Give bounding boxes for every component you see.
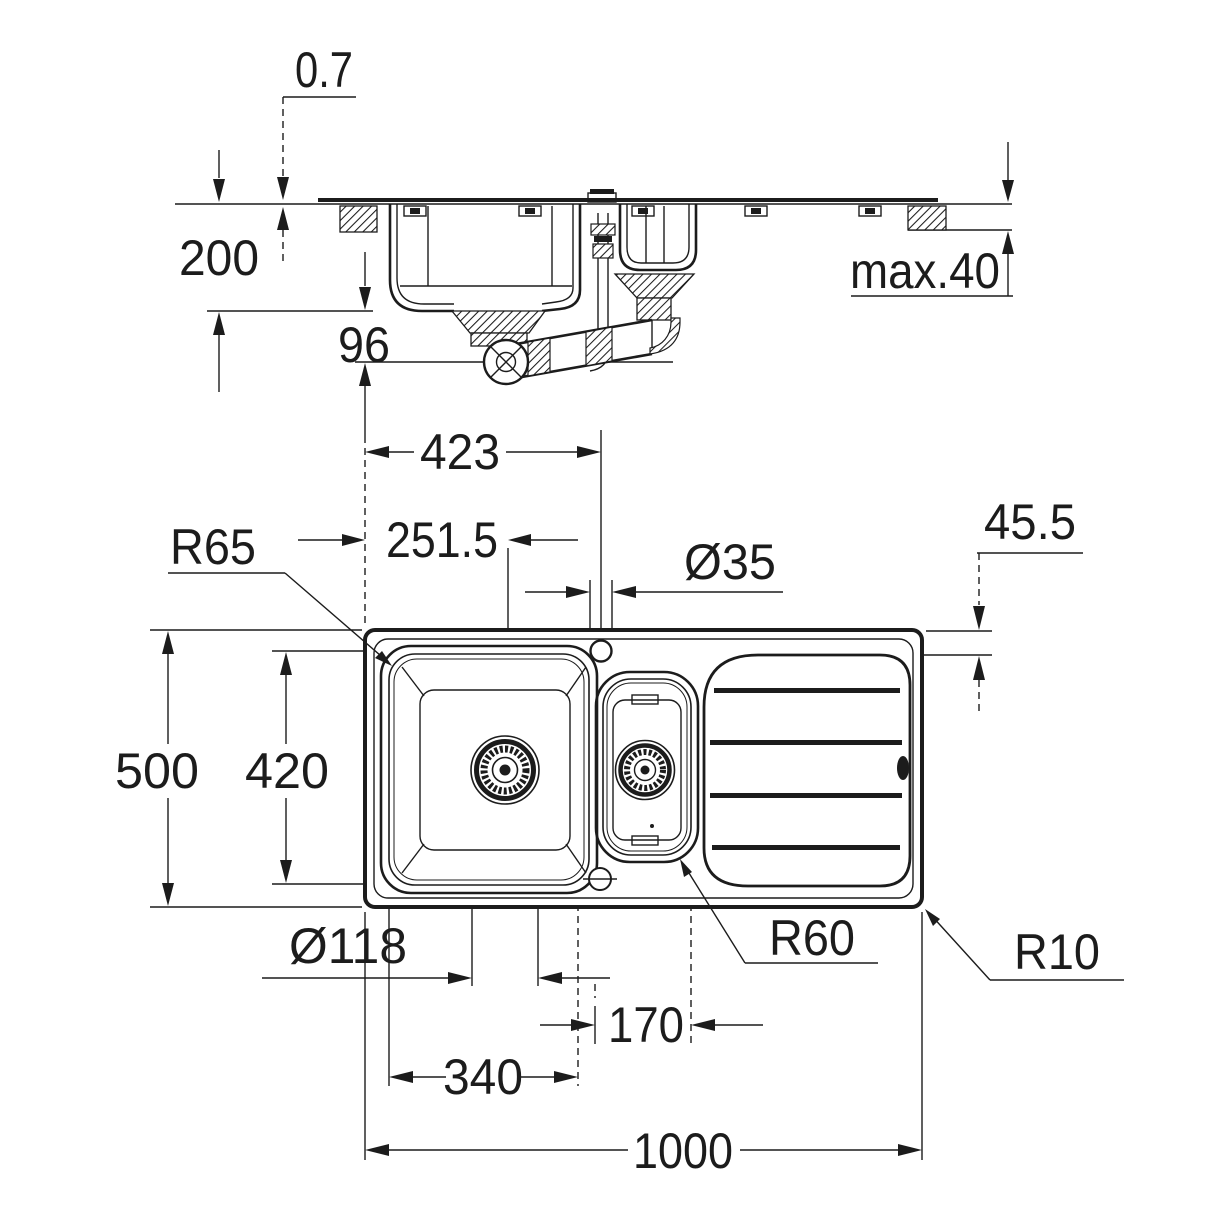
dim-faucet-offset-label: 423 [420,424,500,480]
dim-main-bowl-inner-depth: 420 [245,652,329,883]
main-bowl-section [388,204,582,347]
dim-main-bowl-inner-width: 340 [389,1049,578,1105]
dim-main-bowl-radius: R65 [168,519,392,666]
trap-elbow [649,317,681,355]
dim-small-bowl-width-label: 170 [608,997,684,1053]
side-section-view: 0.7 200 96 max.40 [175,42,1014,443]
small-bowl-section [613,204,698,321]
dim-outlet-clearance: 96 [338,252,390,443]
dim-outlet-clearance-label: 96 [338,317,390,373]
dim-bowl-depth: 200 [179,150,259,392]
worktop-section [175,198,1012,233]
dim-worktop-thickness: max.40 [850,142,1014,299]
dim-main-bowl-radius-label: R65 [170,519,256,575]
overflow-knob [583,867,617,891]
dim-sink-depth: 500 [115,631,199,906]
dim-small-bowl-radius: R60 [680,859,878,966]
dim-main-bowl-inner-depth-label: 420 [245,743,329,799]
dim-sink-width-label: 1000 [633,1123,733,1179]
dim-drain-diameter-label: Ø118 [289,918,407,974]
dim-main-bowl-inner-width-label: 340 [443,1049,523,1105]
dim-drain-offset: 251.5 [298,512,578,568]
sink-rim-inner-edge [373,638,914,899]
mounting-clips [403,205,882,217]
dim-outer-corner-radius-label: R10 [1014,924,1100,980]
dim-drain-offset-label: 251.5 [386,512,498,568]
main-drain-strainer [470,735,540,805]
dim-sink-width: 1000 [365,1123,922,1179]
main-drain-funnel [450,310,547,334]
dim-worktop-thickness-label: max.40 [850,243,1000,299]
worktop-hatch-right [907,205,947,231]
dim-drainer-edge-offset: 45.5 [973,494,1083,713]
dim-outer-corner-radius: R10 [925,909,1124,981]
drainer-rib [710,740,902,745]
dim-faucet-offset: 423 [365,424,601,480]
dim-faucet-hole-diameter-label: Ø35 [684,534,776,590]
dim-bowl-depth-label: 200 [179,230,259,286]
drainer-rib [710,793,902,798]
drainer-plan [702,653,912,888]
dim-sink-depth-label: 500 [115,743,199,799]
worktop-hatch-left [339,205,378,233]
dim-rim-height-label: 0.7 [295,42,353,98]
faucet-hole [589,639,613,663]
small-bowl-plan [594,670,700,864]
plan-view: 423 251.5 Ø35 R65 45. [115,424,1124,1179]
dim-drainer-edge-offset-label: 45.5 [984,494,1076,550]
drainer-rib [712,845,900,850]
dim-drain-diameter: Ø118 [262,918,610,984]
small-drain-funnel [613,273,696,299]
waste-trap-assembly [482,317,681,386]
dim-rim-height: 0.7 [277,42,356,266]
dim-small-bowl-radius-label: R60 [769,910,855,966]
drainer-rib [714,688,900,693]
small-drain-strainer [614,739,676,801]
dim-small-bowl-width: 170 [540,997,763,1053]
drainer-drain-hole [897,756,909,780]
dim-faucet-hole-diameter: Ø35 [525,534,783,598]
